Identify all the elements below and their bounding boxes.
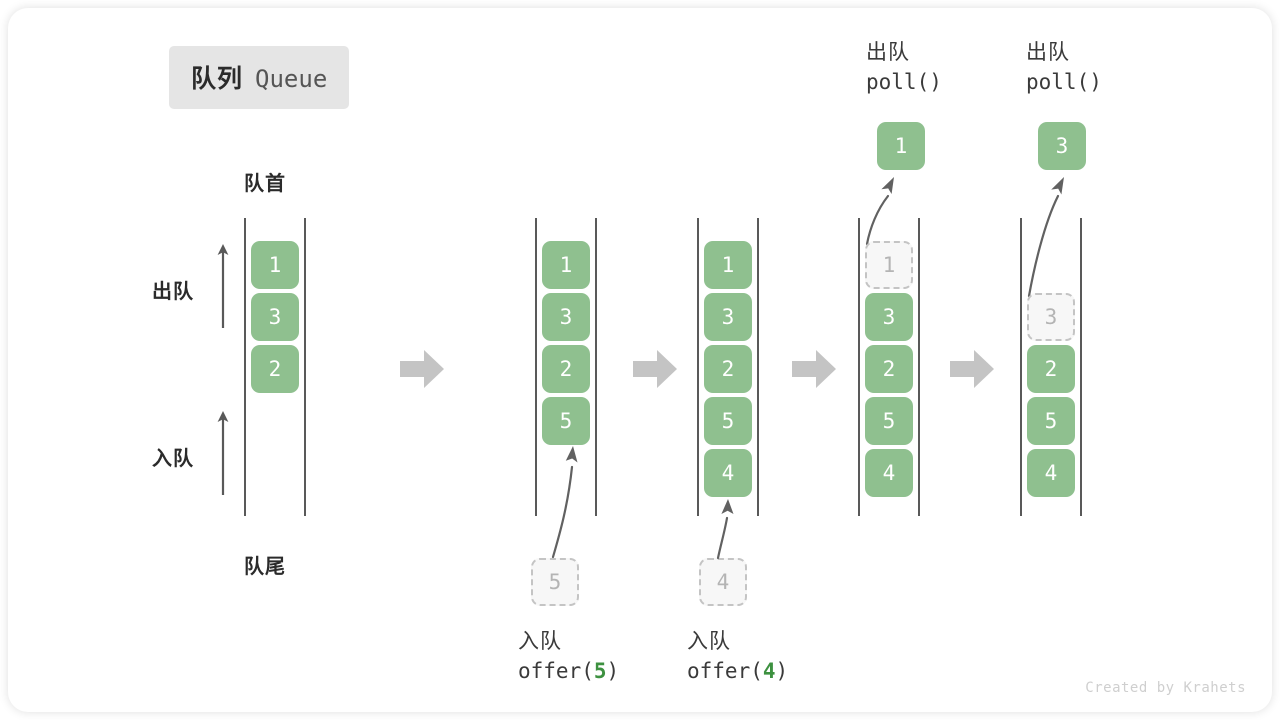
dequeue-curve-arrow-icon <box>865 177 894 246</box>
queue-cell: 1 <box>704 241 752 289</box>
queue-rail-state-2: 1 3 2 5 4 <box>697 218 759 516</box>
operation-code-prefix: offer( <box>518 658 594 683</box>
queue-cell: 1 <box>542 241 590 289</box>
queue-cell: 4 <box>1027 449 1075 497</box>
queue-cell: 3 <box>704 293 752 341</box>
front-label: 队首 <box>244 173 286 195</box>
operation-cn: 出队 <box>1026 41 1070 64</box>
queue-cell: 5 <box>542 397 590 445</box>
queue-cell: 2 <box>542 345 590 393</box>
queue-cell: 4 <box>865 449 913 497</box>
queue-cell: 5 <box>1027 397 1075 445</box>
enqueue-curve-arrow-icon <box>551 446 578 559</box>
operation-code: poll() <box>866 68 942 98</box>
operation-cn: 入队 <box>518 630 562 653</box>
operation-code-suffix: ) <box>929 69 942 94</box>
operation-cn: 入队 <box>687 630 731 653</box>
step-arrow-icon <box>633 350 677 388</box>
operation-label-offer-4: 入队 offer(4) <box>687 627 788 687</box>
operation-code: poll() <box>1026 68 1102 98</box>
queue-rail-state-4: 3 2 5 4 <box>1020 218 1082 516</box>
queue-cell: 5 <box>865 397 913 445</box>
queue-cell: 3 <box>865 293 913 341</box>
dequeue-direction-label: 出队 <box>152 281 194 303</box>
operation-code-suffix: ) <box>606 658 620 683</box>
operation-code: offer(4) <box>687 657 788 687</box>
operation-code-value: 4 <box>762 658 776 683</box>
popped-node: 3 <box>1038 122 1086 170</box>
rear-label: 队尾 <box>244 556 286 578</box>
operation-code-suffix: ) <box>775 658 789 683</box>
queue-cell: 4 <box>704 449 752 497</box>
queue-rail-state-3: 1 3 2 5 4 <box>858 218 920 516</box>
operation-cn: 出队 <box>866 41 910 64</box>
queue-cell-ghost: 1 <box>865 241 913 289</box>
operation-code-prefix: offer( <box>687 658 763 683</box>
step-arrow-icon <box>400 350 444 388</box>
dequeue-direction-arrow-icon <box>217 244 229 328</box>
operation-code-value: 5 <box>593 658 607 683</box>
queue-cell: 3 <box>251 293 299 341</box>
operation-code-prefix: poll( <box>1026 69 1090 94</box>
dequeue-curve-arrow-icon <box>1027 177 1064 298</box>
queue-cell: 5 <box>704 397 752 445</box>
footer-credit: Created by Krahets <box>1085 680 1246 696</box>
operation-label-offer-5: 入队 offer(5) <box>518 627 619 687</box>
queue-cell: 2 <box>704 345 752 393</box>
enqueue-direction-label: 入队 <box>152 448 194 470</box>
title-badge: 队列 Queue <box>169 46 350 109</box>
operation-code-suffix: ) <box>1089 69 1102 94</box>
title-cn: 队列 <box>191 65 244 93</box>
incoming-ghost-node: 5 <box>531 558 579 606</box>
step-arrow-icon <box>950 350 994 388</box>
operation-code: offer(5) <box>518 657 619 687</box>
queue-cell: 1 <box>251 241 299 289</box>
operation-label-poll-3: 出队 poll() <box>1026 38 1102 98</box>
enqueue-curve-arrow-icon <box>716 499 734 560</box>
queue-cell: 2 <box>251 345 299 393</box>
operation-code-prefix: poll( <box>866 69 930 94</box>
operation-label-poll-1: 出队 poll() <box>866 38 942 98</box>
enqueue-direction-arrow-icon <box>217 411 229 495</box>
queue-cell: 2 <box>1027 345 1075 393</box>
queue-cell: 2 <box>865 345 913 393</box>
title-en: Queue <box>255 65 328 93</box>
queue-rail-state-0: 1 3 2 <box>244 218 306 516</box>
incoming-ghost-node: 4 <box>699 558 747 606</box>
step-arrow-icon <box>792 350 836 388</box>
popped-node: 1 <box>877 122 925 170</box>
queue-cell-ghost: 3 <box>1027 293 1075 341</box>
queue-cell: 3 <box>542 293 590 341</box>
diagram-card: 队列 Queue 队首 队尾 出队 入队 1 3 2 1 3 2 5 5 入队 … <box>8 8 1272 712</box>
queue-rail-state-1: 1 3 2 5 <box>535 218 597 516</box>
